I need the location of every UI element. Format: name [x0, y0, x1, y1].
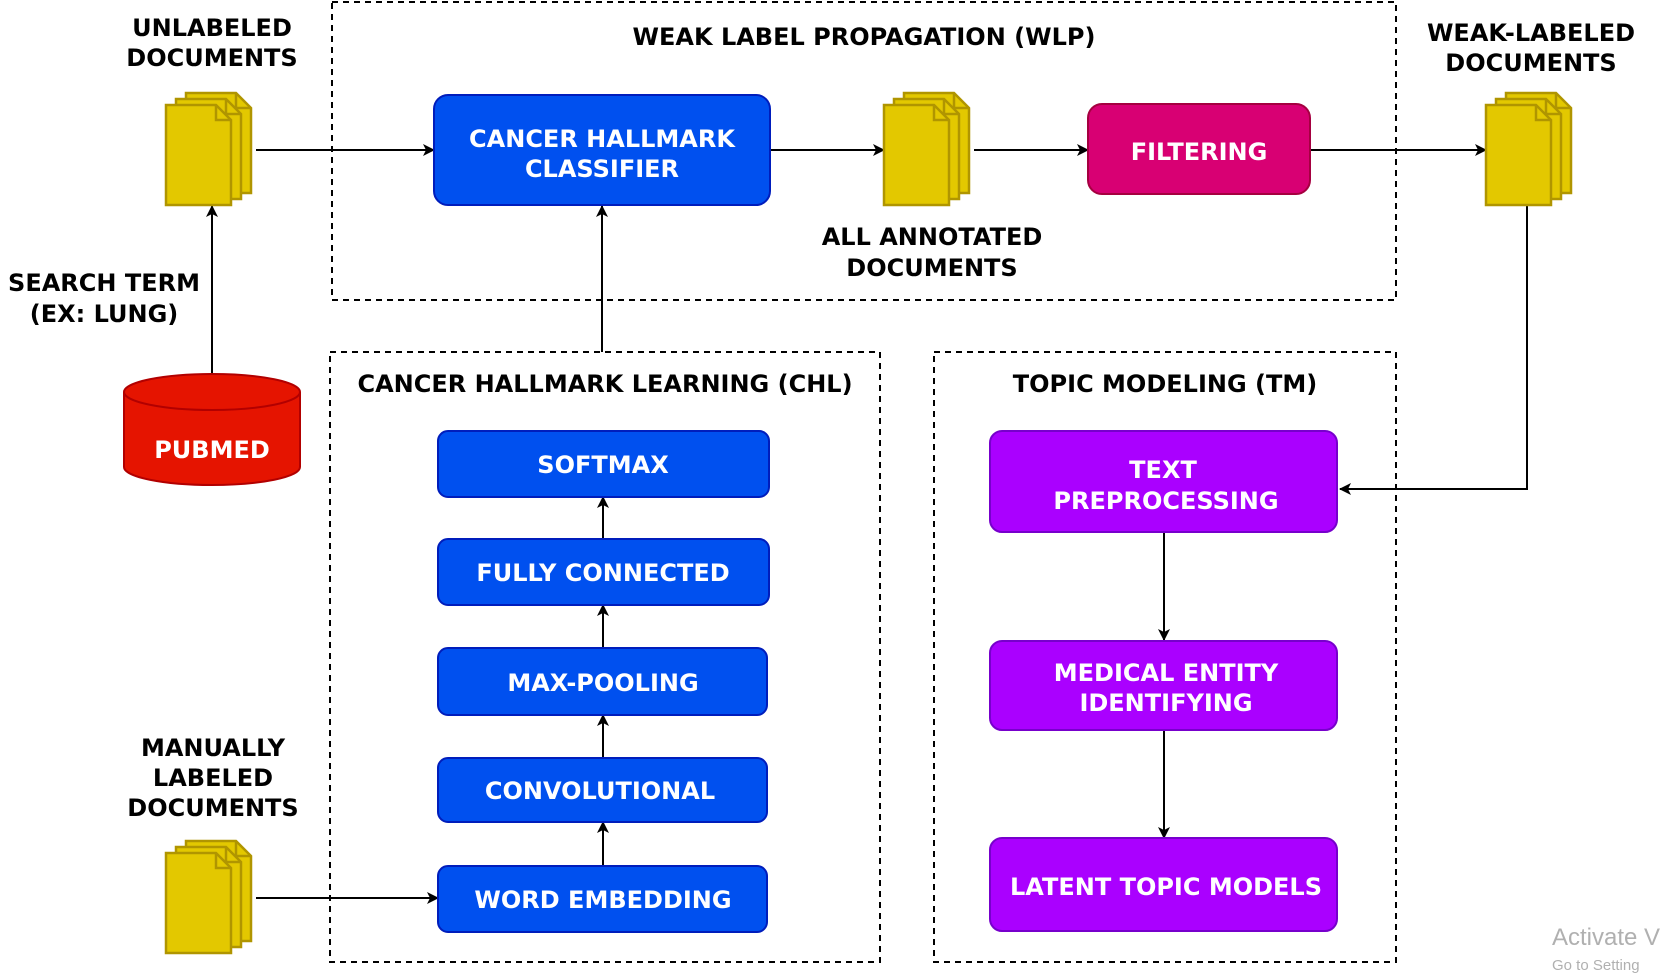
word-embedding-box	[437, 865, 768, 933]
annotated-documents-icon	[882, 91, 971, 207]
search-term-line2: (EX: LUNG)	[30, 300, 179, 328]
softmax-label: SOFTMAX	[537, 451, 669, 479]
max-pooling-box	[437, 647, 768, 716]
medical-entity-box	[989, 640, 1338, 731]
annotated-label-line2: DOCUMENTS	[846, 254, 1017, 282]
arrow-weaklabeled-to-preprocessing	[1339, 206, 1528, 495]
manual-documents-icon	[164, 839, 253, 955]
filtering-box	[1087, 103, 1311, 195]
weak-labeled-label-line2: DOCUMENTS	[1445, 49, 1616, 77]
classifier-box	[433, 94, 771, 206]
medical-entity-line2: IDENTIFYING	[1079, 689, 1252, 717]
word-embedding-label: WORD EMBEDDING	[474, 886, 731, 914]
fully-connected-label: FULLY CONNECTED	[476, 559, 729, 587]
medical-entity-line1: MEDICAL ENTITY	[1054, 659, 1279, 687]
fully-connected-box	[437, 538, 770, 606]
manual-label-line3: DOCUMENTS	[127, 794, 298, 822]
chl-title: CANCER HALLMARK LEARNING (CHL)	[357, 370, 852, 398]
chl-group	[329, 351, 881, 963]
unlabeled-documents-icon	[164, 91, 253, 207]
convolutional-label: CONVOLUTIONAL	[485, 777, 715, 805]
search-term-line1: SEARCH TERM	[8, 269, 200, 297]
unlabeled-label-line1: UNLABELED	[132, 14, 292, 42]
filtering-label: FILTERING	[1131, 138, 1268, 166]
text-preprocessing-line1: TEXT	[1129, 456, 1197, 484]
softmax-box	[437, 430, 770, 498]
tm-title: TOPIC MODELING (TM)	[1013, 370, 1317, 398]
manual-label-line2: LABELED	[153, 764, 273, 792]
watermark-line1: Activate V	[1552, 924, 1661, 951]
classifier-label-line1: CANCER HALLMARK	[469, 125, 736, 153]
pubmed-label: PUBMED	[154, 436, 270, 464]
unlabeled-label-line2: DOCUMENTS	[126, 44, 297, 72]
classifier-label-line2: CLASSIFIER	[525, 155, 679, 183]
text-preprocessing-box	[989, 430, 1338, 533]
tm-group	[933, 351, 1397, 963]
latent-topic-box	[989, 837, 1338, 932]
convolutional-box	[437, 757, 768, 823]
annotated-label-line1: ALL ANNOTATED	[822, 223, 1043, 251]
pubmed-database: PUBMED	[123, 373, 301, 486]
weak-labeled-label-line1: WEAK-LABELED	[1427, 19, 1635, 47]
manual-label-line1: MANUALLY	[141, 734, 286, 762]
weak-labeled-documents-icon	[1484, 91, 1573, 207]
watermark-line2: Go to Setting	[1552, 957, 1640, 974]
latent-topic-label: LATENT TOPIC MODELS	[1010, 873, 1322, 901]
max-pooling-label: MAX-POOLING	[507, 669, 698, 697]
wlp-title: WEAK LABEL PROPAGATION (WLP)	[633, 23, 1096, 51]
text-preprocessing-line2: PREPROCESSING	[1053, 487, 1278, 515]
